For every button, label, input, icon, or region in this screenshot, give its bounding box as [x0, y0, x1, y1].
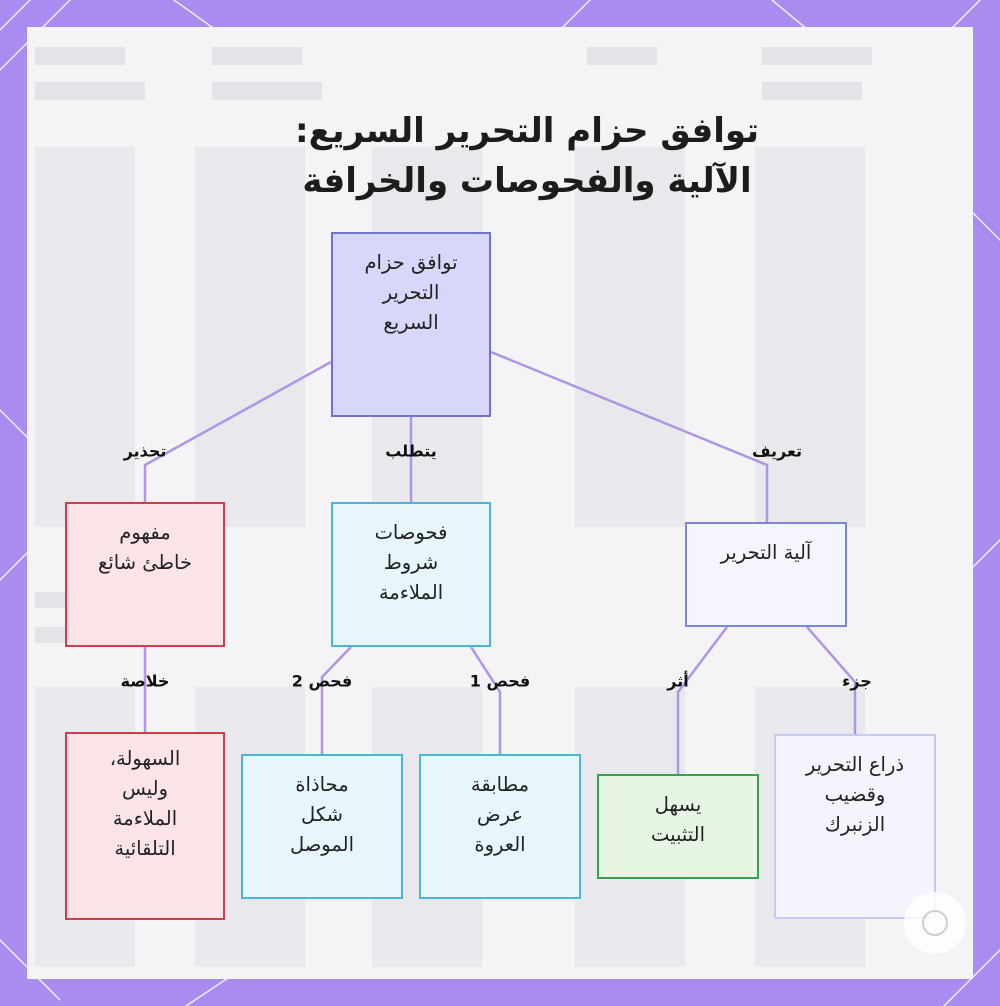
edge-mechanism-to-easy: [676, 626, 728, 774]
watermark-logo-icon: [904, 892, 966, 954]
edge-label-definition: تعريف: [751, 441, 803, 461]
edge-label-check-1: فحص 1: [469, 671, 531, 691]
diagram-card: توافق حزام التحرير السريع: الآلية والفحو…: [27, 27, 973, 979]
edge-label-requires: يتطلب: [385, 441, 437, 461]
node-release-mechanism: آلية التحرير: [685, 522, 847, 627]
connector-lines: [143, 350, 857, 774]
edge-checks-to-lug-width: [469, 646, 502, 754]
edge-label-part: جزء: [842, 671, 872, 691]
edge-label-warning: تحذير: [123, 441, 167, 461]
edge-label-check-2: فحص 2: [291, 671, 353, 691]
diagram-title-line-1: توافق حزام التحرير السريع:: [294, 111, 759, 151]
edge-mechanism-to-lever: [806, 626, 857, 734]
edge-root-to-mechanism: [490, 350, 769, 522]
edge-root-to-misconception: [143, 360, 332, 502]
diagram-title-line-2: الآلية والفحوصات والخرافة: [302, 161, 752, 201]
edge-label-effect: أثر: [667, 671, 689, 691]
edge-label-conclusion: خلاصة: [120, 671, 170, 691]
edge-checks-to-connector: [320, 646, 352, 754]
